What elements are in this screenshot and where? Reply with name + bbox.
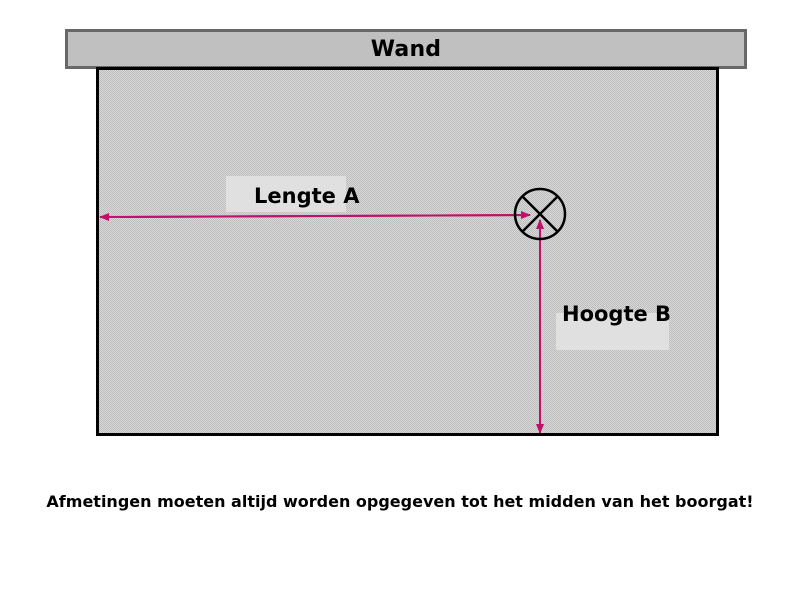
height-label: Hoogte B xyxy=(562,302,672,326)
height-label-background xyxy=(556,313,669,350)
length-label-background xyxy=(226,176,346,212)
wall-label: Wand xyxy=(370,36,442,62)
length-arrow xyxy=(99,211,531,221)
wall-area xyxy=(96,67,719,436)
measurement-note: Afmetingen moeten altijd worden opgegeve… xyxy=(46,492,754,511)
length-label: Lengte A xyxy=(254,184,360,208)
drill-hole-icon xyxy=(513,187,567,241)
